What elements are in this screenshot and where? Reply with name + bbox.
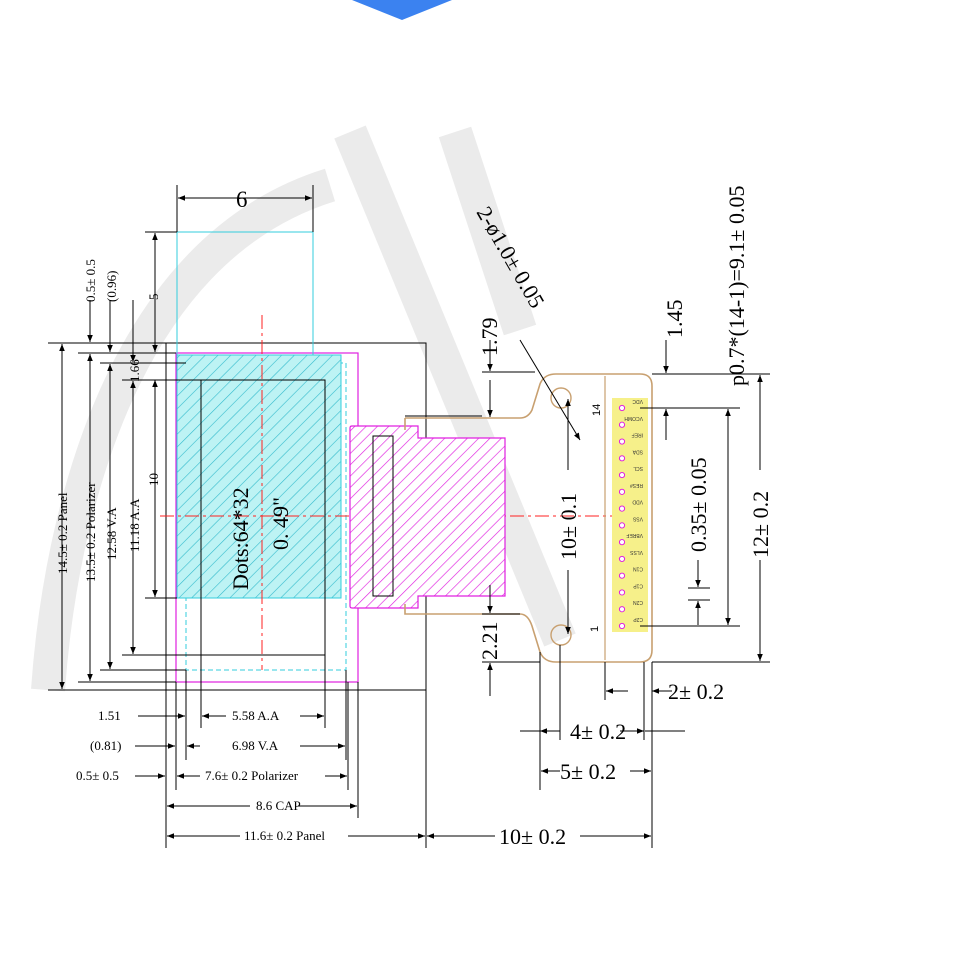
dim-pad-width: 0.35± 0.05	[686, 457, 711, 552]
dim-5: 5± 0.2	[560, 759, 616, 784]
dim-fpc-length: 10± 0.2	[499, 824, 566, 849]
dim-polarizer-width: 7.6± 0.2 Polarizer	[205, 768, 299, 783]
connector-pin-label: VCOMH	[624, 415, 643, 421]
connector-pin-label: VBREF	[626, 532, 643, 538]
connector-pin-label: C2N	[633, 599, 643, 605]
dim-panel-height: 14.5± 0.2 Panel	[55, 492, 70, 574]
dim-aa-height: 11.18 A.A	[127, 498, 142, 552]
dim-va-height: 12.58 V.A	[104, 507, 119, 560]
connector-pad	[618, 438, 626, 445]
connector-pin-label: VDD	[632, 499, 643, 505]
connector-pin-label: C1P	[633, 582, 643, 588]
fpc-tail	[349, 425, 506, 609]
connector-pin-label: VSS	[632, 515, 643, 521]
connector-pad	[618, 589, 626, 596]
dim-4: 4± 0.2	[570, 719, 626, 744]
dim-polarizer-height: 13.5± 0.2 Polarizer	[83, 482, 98, 582]
watermark	[31, 125, 576, 692]
connector-pin-label: RES#	[630, 482, 643, 488]
dim-five: 5	[146, 294, 161, 301]
connector-pad	[618, 455, 626, 462]
size-label: 0. 49"	[268, 497, 293, 550]
connector-pad	[618, 606, 626, 613]
dim-081: (0.81)	[90, 738, 121, 753]
connector-pad-area	[612, 398, 648, 632]
connector-pads: VDC VCOMH IREF SDA SCL RES# VDD VSS VBREF VLSS C1N…	[618, 398, 643, 630]
connector-pad	[618, 555, 626, 563]
connector-pin-label: SDA	[632, 448, 643, 454]
dim-10-01: 10± 0.1	[556, 493, 581, 560]
banner-chevron	[352, 0, 452, 20]
dim-width-6: 6	[236, 187, 248, 212]
connector-pad	[618, 471, 626, 479]
dim-2: 2± 0.2	[668, 679, 724, 704]
connector-pin-label: C1N	[633, 566, 643, 572]
cyan-projection	[176, 231, 314, 356]
connector-pin-label: IREF	[632, 432, 643, 438]
connector-pad	[618, 539, 626, 546]
pin-first-label: 1	[589, 626, 601, 632]
connector-pin-label: VLSS	[630, 549, 643, 555]
dim-ref-096: (0.96)	[104, 271, 119, 302]
dim-offset-05: 0.5± 0.5	[83, 259, 98, 302]
fpc-outline	[404, 373, 653, 663]
connector-pad	[618, 488, 626, 495]
pin-last-label: 14	[591, 404, 603, 416]
connector-pad	[618, 505, 626, 512]
bottom-dimension-lines	[135, 645, 685, 848]
top-dimension-lines	[48, 185, 314, 691]
connector-pad	[618, 421, 626, 428]
dim-ten: 10	[146, 473, 161, 486]
dim-panel-width: 11.6± 0.2 Panel	[244, 828, 325, 843]
dim-05-bottom: 0.5± 0.5	[76, 768, 119, 783]
dim-145: 1.45	[662, 300, 687, 339]
dim-221: 2.21	[477, 622, 502, 661]
connector-pad	[618, 522, 626, 529]
connector-pin-label: VDC	[632, 398, 643, 404]
dim-pitch: p0.7*(14-1)=9.1± 0.05	[724, 186, 749, 386]
connector-pad	[618, 622, 626, 630]
connector-pin-label: C2P	[633, 616, 643, 622]
dim-12: 12± 0.2	[748, 491, 773, 558]
connector-pin-label: SCL	[633, 465, 643, 471]
dim-151: 1.51	[98, 708, 121, 723]
dots-label: Dots:64*32	[228, 487, 253, 590]
mount-hole-bottom	[550, 624, 572, 646]
dim-va-width: 6.98 V.A	[232, 738, 279, 753]
dim-cap-width: 8.6 CAP	[256, 798, 301, 813]
dim-166: 1.66	[127, 359, 142, 382]
connector-pad	[618, 572, 626, 579]
fpc-dimension-lines	[405, 339, 770, 696]
dim-aa-width: 5.58 A.A	[232, 708, 280, 723]
active-area	[176, 354, 342, 599]
dim-179: 1.79	[477, 318, 502, 357]
connector-pad	[618, 404, 626, 412]
